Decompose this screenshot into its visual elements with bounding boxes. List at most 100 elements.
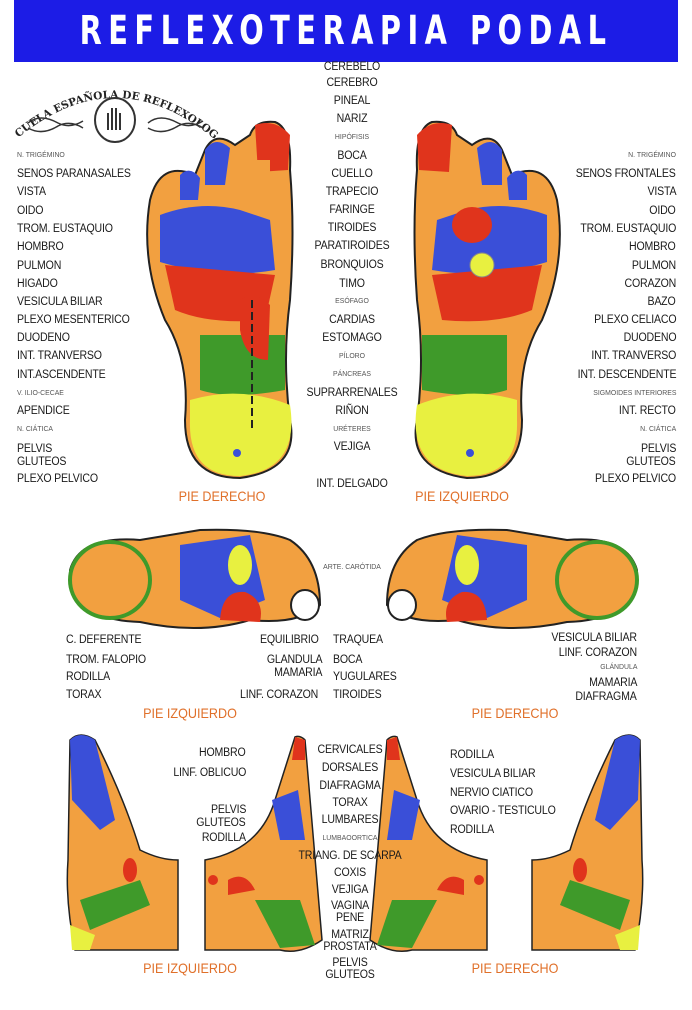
dorsal-foot-left [68,528,322,630]
organ-label: BOCA [337,150,367,162]
organ-label: SENOS FRONTALES [576,168,676,180]
organ-label: PLEXO PELVICO [17,473,98,485]
organ-label: VISTA [647,186,676,198]
organ-label: GLANDULA [266,654,322,666]
organ-label: INT. RECTO [619,405,676,417]
organ-label: VESICULA BILIAR [17,296,103,308]
organ-label: DUODENO [623,332,676,344]
organ-label: APENDICE [17,405,70,417]
organ-label: INT. TRANVERSO [591,350,676,362]
organ-label: BOCA [333,654,363,666]
organ-label: EQUILIBRIO [260,634,319,646]
organ-label: HIPÓFISIS [334,132,370,141]
organ-label: LINF. CORAZON [240,689,319,701]
organ-label: NERVIO CIATICO [450,787,533,799]
organ-label: PELVIS [640,443,676,455]
organ-label: HOMBRO [17,241,64,253]
organ-label: OIDO [649,205,676,217]
organ-label: TRAQUEA [333,634,383,646]
organ-label: DORSALES [321,762,379,774]
organ-label: ESÓFAGO [335,296,369,305]
organ-label: INT. DESCENDENTE [577,369,676,381]
organ-label: LUMBARES [321,814,379,826]
organ-label: CARDIAS [329,314,375,326]
organ-label: NARIZ [336,113,368,125]
organ-label: DIAFRAGMA [575,691,637,703]
organ-label: PÁNCREAS [333,369,371,378]
organ-label: CORAZON [624,278,676,290]
organ-label: VEJIGA [333,441,371,453]
organ-label: OIDO [17,205,44,217]
organ-label: ARTE. CARÓTIDA [323,562,381,571]
organ-label: PULMON [17,260,62,272]
foot-caption: PIE IZQUIERDO [143,960,237,976]
organ-label: RODILLA [450,824,494,836]
organ-label: COXIS [333,867,367,879]
organ-label: TIMO [339,278,365,290]
organ-label: PINEAL [333,95,371,107]
foot-caption: PIE DERECHO [178,488,266,504]
organ-label: URÉTERES [333,424,371,433]
organ-label: PELVIS [17,443,53,455]
page-title: REFLEXOTERAPIA PODAL [79,8,613,54]
organ-label: TORAX [66,689,102,701]
organ-label: TIROIDES [333,689,382,701]
organ-label: SUPRARRENALES [306,387,398,399]
organ-label: TROM. EUSTAQUIO [17,223,113,235]
organ-label: RODILLA [450,749,494,761]
organ-label: DIAFRAGMA [319,780,381,792]
organ-label: PROSTATA [323,941,377,953]
school-logo: ESCUELA ESPAÑOLA DE REFLEXOLOGIA [8,68,220,143]
organ-label: LUMBAOORTICA [322,833,378,842]
organ-label: BAZO [647,296,676,308]
organ-label: N. CIÁTICA [639,424,676,433]
title-bar: REFLEXOTERAPIA PODAL [14,0,678,62]
organ-label: N. TRIGÉMINO [17,150,65,159]
organ-label: PÍLORO [338,351,366,360]
organ-label: SENOS PARANASALES [17,168,131,180]
organ-label: HIGADO [17,278,58,290]
organ-label: TRAPECIO [325,186,379,198]
organ-label: V. ILIO-CECAE [17,388,64,397]
foot-caption: PIE IZQUIERDO [143,705,237,721]
organ-label: PARATIROIDES [314,240,390,252]
organ-label: DUODENO [17,332,70,344]
organ-label: RIÑON [335,405,369,417]
organ-label: YUGULARES [333,671,397,683]
organ-label: VAGINA [330,900,370,912]
organ-label: TRIANG. DE SCARPA [298,850,402,862]
organ-label: VESICULA BILIAR [450,768,536,780]
organ-label: PLEXO PELVICO [595,473,676,485]
organ-label: GLUTEOS [626,456,676,468]
organ-label: FARINGE [329,204,375,216]
medial-foot-right [369,735,488,952]
organ-label: INT.ASCENDENTE [17,369,106,381]
organ-label: VESICULA BILIAR [551,632,638,644]
plantar-foot-right [146,120,294,480]
organ-label: OVARIO - TESTICULO [450,805,556,817]
organ-label: HOMBRO [629,241,676,253]
organ-label: PULMON [631,260,676,272]
foot-caption: PIE IZQUIERDO [415,488,509,504]
organ-label: PELVIS [210,804,246,816]
organ-label: TROM. EUSTAQUIO [580,223,676,235]
organ-label: CEREBRO [326,77,378,89]
organ-label: SIGMOIDES INTERIORES [592,388,676,397]
organ-label: PENE [335,912,365,924]
organ-label: N. TRIGÉMINO [628,150,676,159]
medial-foot-left [204,735,323,952]
organ-label: MAMARIA [588,677,637,689]
organ-label: N. CIÁTICA [17,424,54,433]
organ-label: MATRIZ [331,929,369,941]
organ-label: CERVICALES [317,744,383,756]
organ-label: LINF. CORAZON [558,647,637,659]
organ-label: ESTOMAGO [322,332,382,344]
organ-label: C. DEFERENTE [66,634,142,646]
organ-label: PLEXO CELIACO [593,314,676,326]
organ-label: VISTA [17,186,46,198]
organ-label: CUELLO [331,168,373,180]
organ-label: BRONQUIOS [320,259,384,271]
foot-caption: PIE DERECHO [471,960,559,976]
